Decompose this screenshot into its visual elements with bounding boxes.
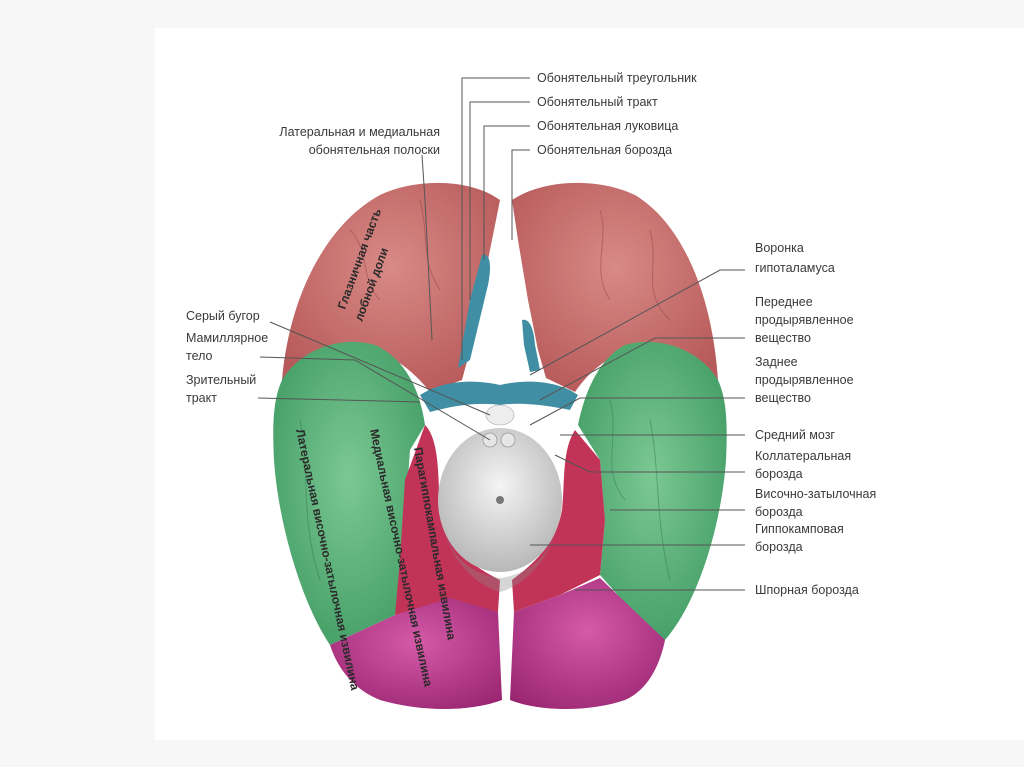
label-olfactory-striae-2: обонятельная полоски: [309, 143, 440, 157]
frontal-lobe-left: [282, 182, 500, 392]
tuber-cinereum: [485, 404, 515, 426]
gyri-strokes: [349, 199, 671, 321]
label-posterior-perforated-3: вещество: [755, 391, 811, 405]
label-occipitotemporal-sulcus-1: Височно-затылочная: [755, 487, 876, 501]
label-hippocampal-sulcus-1: Гиппокамповая: [755, 522, 844, 536]
olfactory-tract-left: [458, 254, 490, 368]
label-mammillary-body-2: тело: [186, 349, 213, 363]
label-olfactory-bulb: Обонятельная луковица: [537, 119, 678, 133]
label-posterior-perforated-2: продырявленное: [755, 373, 854, 387]
occipital-lobe-right: [510, 578, 665, 709]
label-olfactory-triangle: Обонятельный треугольник: [537, 71, 697, 85]
label-hippocampal-sulcus-2: борозда: [755, 540, 803, 554]
occipital-lobe-left: [330, 598, 502, 709]
label-collateral-sulcus-1: Коллатеральная: [755, 449, 851, 463]
label-tuber-cinereum: Серый бугор: [186, 309, 260, 323]
label-anterior-perforated-2: продырявленное: [755, 313, 854, 327]
leader-lines: [257, 77, 745, 591]
label-calcarine-sulcus: Шпорная борозда: [755, 583, 859, 597]
label-collateral-sulcus-2: борозда: [755, 467, 803, 481]
mammillary-body-right: [500, 432, 516, 448]
parahippocampal-right: [512, 430, 605, 612]
frontal-lobe-right: [512, 182, 718, 392]
label-olfactory-sulcus: Обонятельная борозда: [537, 143, 672, 157]
label-mammillary-body-1: Мамиллярное: [186, 331, 268, 345]
label-posterior-perforated-1: Заднее: [755, 355, 798, 369]
label-anterior-perforated-1: Переднее: [755, 295, 813, 309]
parahippocampal-left: [395, 425, 500, 615]
temporal-lobe-left: [273, 341, 425, 645]
olfactory-tract-right: [522, 319, 540, 372]
label-anterior-perforated-3: вещество: [755, 331, 811, 345]
label-olfactory-striae-1: Латеральная и медиальная: [279, 125, 440, 139]
label-optic-tract-1: Зрительный: [186, 373, 256, 387]
cerebral-aqueduct: [496, 496, 504, 504]
label-infundibulum-2: гипоталамуса: [755, 261, 835, 275]
optic-chiasm: [420, 381, 578, 412]
temporal-lobe-right: [578, 341, 727, 640]
label-midbrain: Средний мозг: [755, 428, 835, 442]
temporal-gyri-strokes: [299, 399, 671, 581]
label-olfactory-tract: Обонятельный тракт: [537, 95, 658, 109]
label-optic-tract-2: тракт: [186, 391, 217, 405]
label-occipitotemporal-sulcus-2: борозда: [755, 505, 803, 519]
label-infundibulum-1: Воронка: [755, 241, 804, 255]
cerebellum-shadow: [440, 520, 560, 592]
